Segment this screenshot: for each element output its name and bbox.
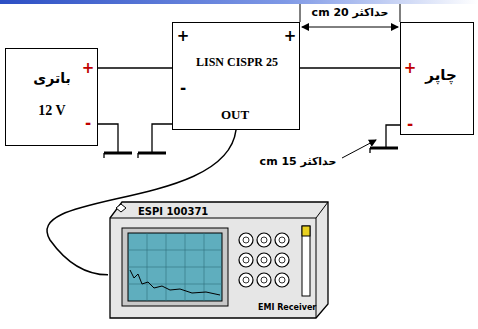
node-text: OUT (221, 108, 249, 122)
emi-receiver: ESPI 100371EMI Receiver (108, 198, 332, 320)
wire (300, 67, 400, 69)
polarity-sign: + (284, 28, 297, 45)
wire (98, 67, 172, 69)
polarity-sign: + (177, 28, 190, 45)
lisn-box: LISN CISPR 25 OUT (172, 22, 300, 130)
node-text: ESPI 100371 (138, 206, 208, 217)
polarity-sign: + (82, 60, 95, 77)
node-text: چاپر (425, 67, 456, 84)
node-text: EMI Receiver (258, 304, 316, 313)
polarity-sign: + (404, 60, 417, 77)
polarity-sign: - (85, 115, 91, 132)
node-text: 12 V (38, 103, 65, 118)
node-text: باتری (33, 71, 70, 86)
polarity-sign: - (180, 80, 186, 97)
polarity-sign: - (407, 116, 413, 133)
node-text: LISN CISPR 25 (196, 56, 278, 69)
top-bar (0, 0, 478, 4)
dimension-label: حداکثر 20 cm (312, 7, 389, 19)
dimension-label: حداکثر 15 cm (260, 156, 337, 168)
